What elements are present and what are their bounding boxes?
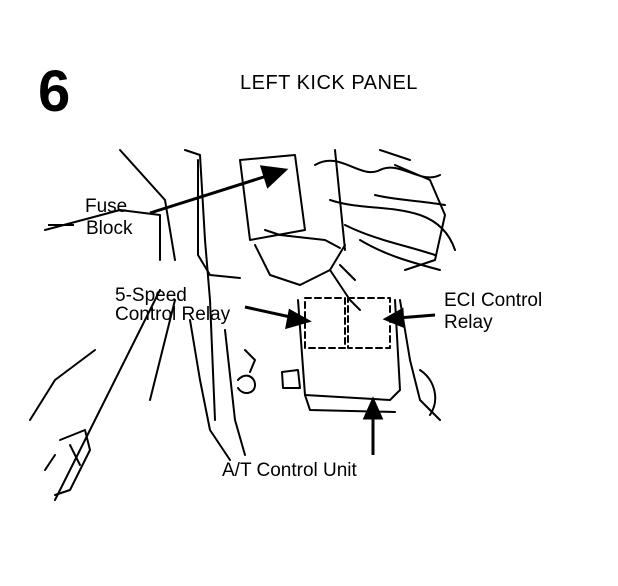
fuse-block-arrow-line — [149, 173, 271, 215]
dash-outline — [119, 149, 176, 261]
eci-relay-box — [347, 297, 391, 349]
atcu-arrowhead — [362, 396, 384, 420]
bolt — [244, 349, 256, 373]
bolt — [237, 374, 256, 394]
wire-harness — [359, 239, 441, 271]
right-trim — [419, 369, 437, 416]
clip — [44, 454, 56, 471]
fuse-label-line2: Block — [86, 218, 133, 239]
harness-bundle — [379, 149, 411, 161]
eci-arrowhead — [382, 307, 405, 329]
figure-title: LEFT KICK PANEL — [240, 72, 418, 94]
panel-edge — [29, 349, 96, 421]
clip — [69, 444, 81, 466]
panel-edge — [54, 289, 161, 501]
five-speed-label-line2: Control Relay — [115, 304, 231, 325]
wire-harness — [314, 159, 441, 179]
harness-bundle — [394, 164, 446, 271]
clip — [54, 429, 91, 496]
five-speed-arrowhead — [285, 308, 312, 330]
dash-outline — [184, 149, 216, 421]
panel-edge — [44, 209, 161, 261]
wire-harness — [374, 194, 446, 206]
lower-panel — [224, 329, 246, 456]
connector — [339, 264, 356, 281]
connector — [329, 269, 361, 311]
panel-edge — [149, 299, 176, 401]
five-speed-label-line1: 5-Speed — [115, 285, 187, 306]
lower-panel — [189, 319, 231, 461]
panel-edge — [197, 159, 241, 279]
fuse-label-line1: Fuse — [85, 196, 128, 217]
figure-number: 6 — [38, 59, 71, 124]
vertical-strut — [334, 149, 346, 251]
at-control-unit-label: A/T Control Unit — [222, 460, 357, 481]
fuse-block-body — [239, 154, 306, 241]
eci-label-line1: ECI Control — [444, 290, 543, 311]
fuse-block-bracket — [254, 244, 346, 286]
fuse-block-arrowhead — [259, 165, 289, 189]
right-trim — [399, 299, 441, 421]
five-speed-arrow-line — [244, 305, 296, 320]
at-control-unit — [297, 299, 401, 401]
mount-tab — [281, 369, 301, 389]
wire-harness — [329, 199, 456, 251]
eci-arrow-line — [397, 313, 436, 320]
fuse-block-tab — [264, 229, 341, 249]
five-speed-relay-box — [304, 297, 346, 349]
eci-label-line2: Relay — [444, 312, 493, 333]
wire-harness — [344, 224, 436, 256]
